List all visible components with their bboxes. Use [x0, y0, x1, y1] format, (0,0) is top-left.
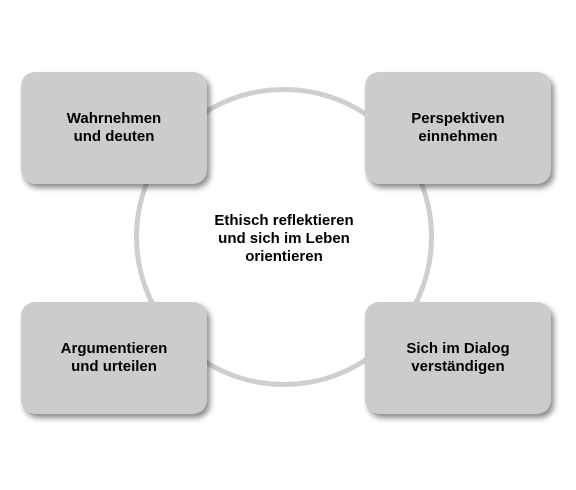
box-top-left-line-1: Wahrnehmen — [66, 110, 162, 127]
central-competence: Ethisch reflektieren und sich im Leben o… — [184, 212, 384, 266]
box-argumentieren-und-urteilen: Argumentieren und urteilen — [21, 302, 207, 414]
box-bottom-left-line-2: und urteilen — [71, 358, 157, 375]
box-top-right-line-2: einnehmen — [418, 128, 498, 145]
box-bottom-right-line-2: verständigen — [411, 358, 505, 375]
box-top-right-line-1: Perspektiven — [411, 110, 505, 127]
box-wahrnehmen-und-deuten: Wahrnehmen und deuten — [21, 72, 207, 184]
central-competence-line-3: orientieren — [245, 248, 323, 265]
central-competence-line-1: Ethisch reflektieren — [214, 212, 354, 229]
box-bottom-right-line-1: Sich im Dialog — [406, 340, 510, 357]
box-perspektiven-einnehmen: Perspektiven einnehmen — [365, 72, 551, 184]
box-sich-im-dialog-verstaendigen: Sich im Dialog verständigen — [365, 302, 551, 414]
box-top-left-line-2: und deuten — [73, 128, 155, 145]
cycle-ring — [134, 87, 434, 387]
central-competence-line-2: und sich im Leben — [218, 230, 350, 247]
box-bottom-left-line-1: Argumentieren — [60, 340, 168, 357]
